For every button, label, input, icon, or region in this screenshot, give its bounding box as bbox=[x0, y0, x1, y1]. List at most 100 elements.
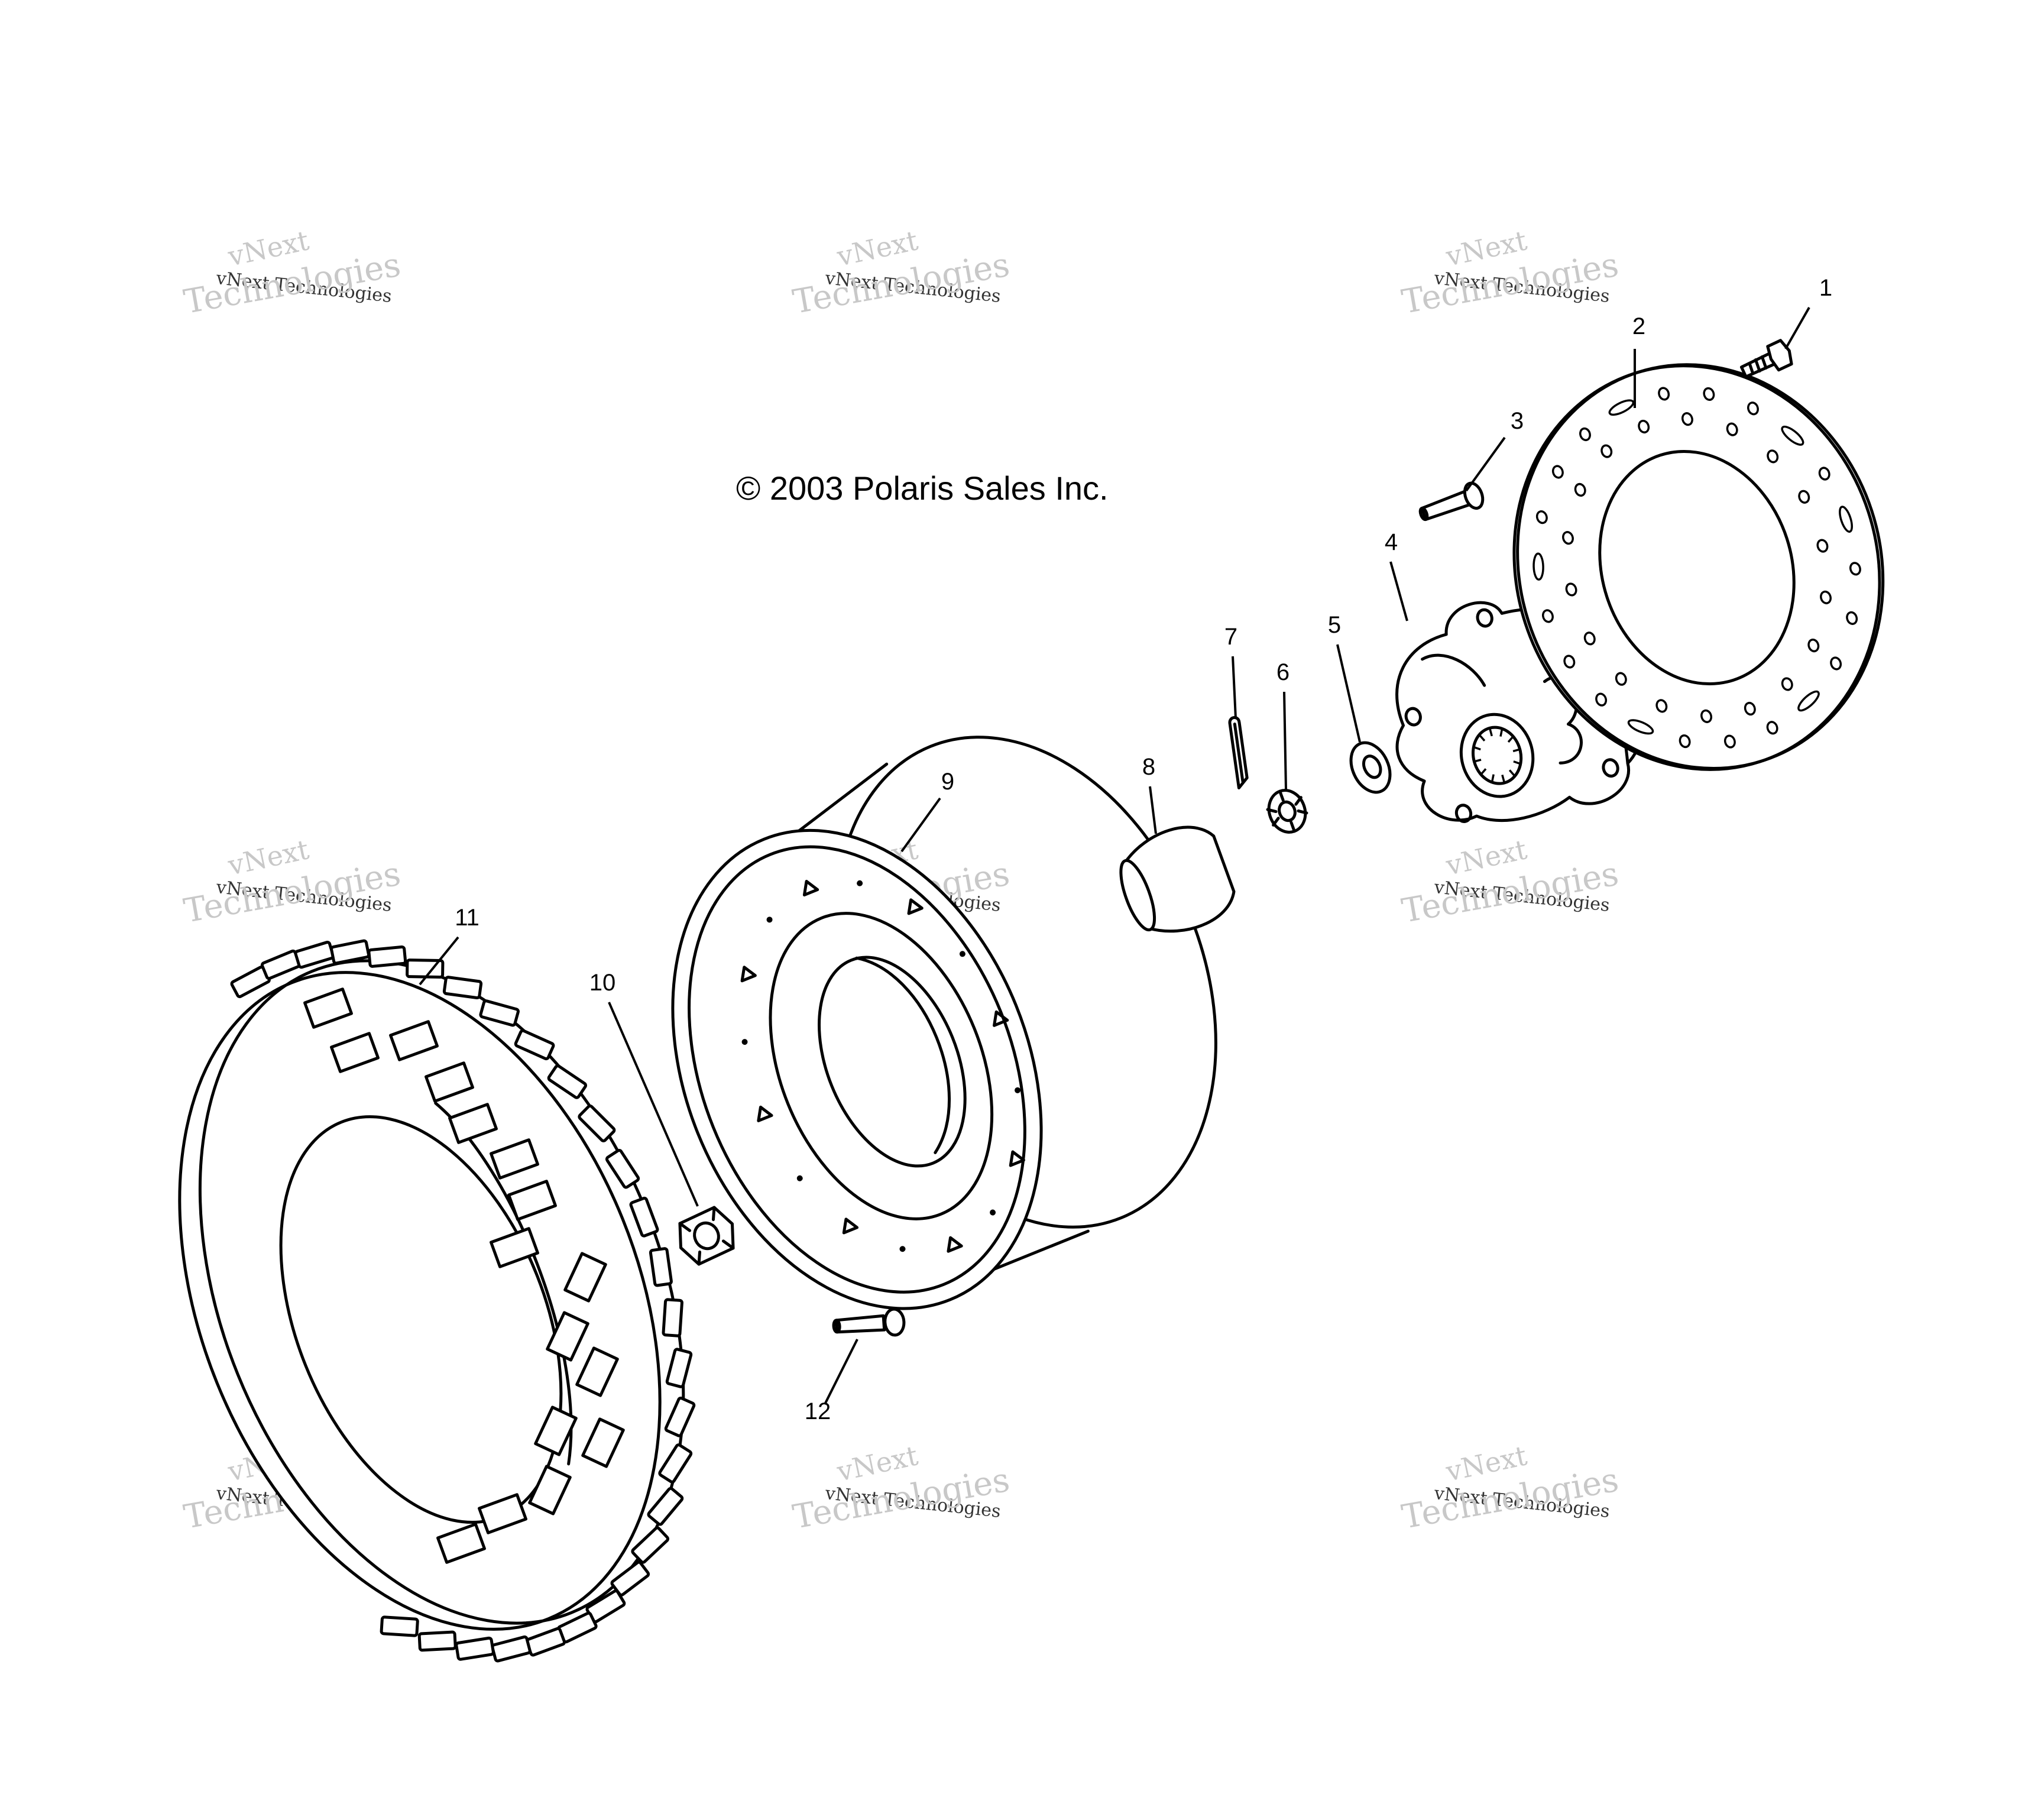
rim-vent-hole bbox=[757, 1105, 773, 1122]
rim-bolt-hole bbox=[1015, 1087, 1021, 1093]
disc-hole bbox=[1535, 510, 1548, 524]
disc-hole bbox=[1766, 721, 1778, 735]
leader-line bbox=[1232, 656, 1237, 719]
callout-number: 10 bbox=[589, 970, 616, 996]
callout-number: 11 bbox=[455, 905, 479, 931]
tread-block bbox=[629, 1196, 659, 1238]
disc-slot bbox=[1532, 552, 1544, 581]
disc-hole bbox=[1703, 387, 1715, 401]
callout-valve-stem: 12 bbox=[805, 1339, 858, 1424]
hub-cap-part bbox=[1119, 825, 1236, 933]
leader-line bbox=[1336, 644, 1361, 743]
disc-slot bbox=[1839, 506, 1853, 533]
hub-spline-tooth bbox=[1513, 760, 1521, 765]
tread-block bbox=[631, 1526, 669, 1564]
tread-block bbox=[455, 1636, 495, 1661]
disc-hole bbox=[1846, 611, 1858, 625]
hub-spline-tooth bbox=[1478, 734, 1486, 741]
disc-hole bbox=[1700, 709, 1713, 723]
disc-hole bbox=[1615, 672, 1627, 686]
tread-block bbox=[436, 1523, 486, 1564]
copyright-text: © 2003 Polaris Sales Inc. bbox=[736, 469, 1109, 507]
callout-number: 5 bbox=[1328, 612, 1341, 638]
hub-spline-tooth bbox=[1499, 728, 1504, 737]
rim-vent-hole bbox=[993, 1010, 1009, 1027]
valve-stem-part bbox=[832, 1307, 906, 1337]
tread-block bbox=[662, 1298, 683, 1338]
tread-block bbox=[647, 1487, 684, 1526]
callout-castle-nut: 6 bbox=[1276, 659, 1289, 790]
callout-number: 2 bbox=[1632, 313, 1645, 339]
tread-block bbox=[479, 999, 520, 1027]
tread-block bbox=[294, 940, 335, 969]
callout-wheel-rim: 9 bbox=[900, 769, 954, 853]
tread-block bbox=[547, 1064, 587, 1099]
tread-block bbox=[578, 1104, 616, 1142]
tread-block bbox=[575, 1346, 619, 1397]
disc-hole bbox=[1563, 655, 1576, 669]
callout-number: 1 bbox=[1819, 275, 1832, 301]
disc-hole bbox=[1574, 482, 1586, 497]
tread-block bbox=[448, 1103, 498, 1144]
leader-line bbox=[608, 1002, 699, 1207]
disc-hole bbox=[1579, 427, 1591, 442]
disc-hole bbox=[1767, 449, 1779, 464]
leader-line bbox=[1283, 691, 1287, 790]
hub-spline-tooth bbox=[1507, 736, 1514, 743]
disc-hole bbox=[1681, 412, 1693, 426]
cotter-pin-part bbox=[1228, 716, 1249, 790]
disc-hole bbox=[1726, 422, 1738, 436]
castle-nut-part bbox=[1266, 789, 1308, 834]
disc-hole bbox=[1849, 562, 1861, 576]
tread-block bbox=[330, 1032, 380, 1073]
disc-hole bbox=[1638, 419, 1650, 434]
callout-number: 8 bbox=[1142, 754, 1155, 780]
disc-hole bbox=[1781, 677, 1793, 691]
tread-block bbox=[546, 1311, 589, 1362]
leader-line bbox=[1389, 561, 1408, 621]
disc-hole bbox=[1820, 590, 1832, 604]
hub-spline-tooth bbox=[1473, 759, 1482, 763]
callout-number: 9 bbox=[941, 769, 954, 795]
disc-hole bbox=[1679, 734, 1691, 749]
wheel-stud-part bbox=[1418, 481, 1485, 522]
rim-bolt-hole bbox=[899, 1246, 906, 1252]
leader-line bbox=[1784, 307, 1810, 349]
callout-tire: 11 bbox=[419, 905, 479, 986]
tread-block bbox=[380, 1615, 419, 1637]
rim-bolt-hole bbox=[741, 1039, 748, 1045]
disc-hole bbox=[1658, 387, 1670, 401]
disc-slot bbox=[1797, 690, 1820, 712]
disc-hole bbox=[1744, 701, 1756, 716]
disc-hole bbox=[1595, 692, 1608, 707]
rim-vent-hole bbox=[842, 1217, 859, 1235]
callout-number: 6 bbox=[1276, 659, 1289, 685]
tread-block bbox=[528, 1465, 572, 1515]
leader-line bbox=[419, 936, 459, 986]
rim-vent-hole bbox=[947, 1236, 963, 1253]
hub-spline-tooth bbox=[1480, 768, 1487, 775]
tread-block bbox=[525, 1627, 566, 1657]
tread-block bbox=[658, 1443, 693, 1484]
hub-spline-tooth bbox=[1491, 774, 1495, 783]
tread-block bbox=[665, 1348, 693, 1388]
disc-hole bbox=[1816, 539, 1829, 553]
tread-block bbox=[425, 1061, 474, 1103]
brake-disc-part bbox=[1512, 363, 1885, 771]
disc-hole bbox=[1565, 582, 1577, 597]
tread-block bbox=[389, 1020, 439, 1061]
hub-spline-tooth bbox=[1488, 727, 1493, 737]
leader-line bbox=[1149, 786, 1157, 834]
tread-block bbox=[490, 1227, 539, 1268]
tread-block bbox=[491, 1635, 532, 1663]
disc-hole bbox=[1798, 490, 1810, 504]
tread-block bbox=[330, 939, 371, 965]
rim-bolt-hole bbox=[796, 1175, 803, 1181]
callout-wheel-hub: 4 bbox=[1385, 529, 1408, 621]
rim-vent-hole bbox=[802, 880, 819, 897]
